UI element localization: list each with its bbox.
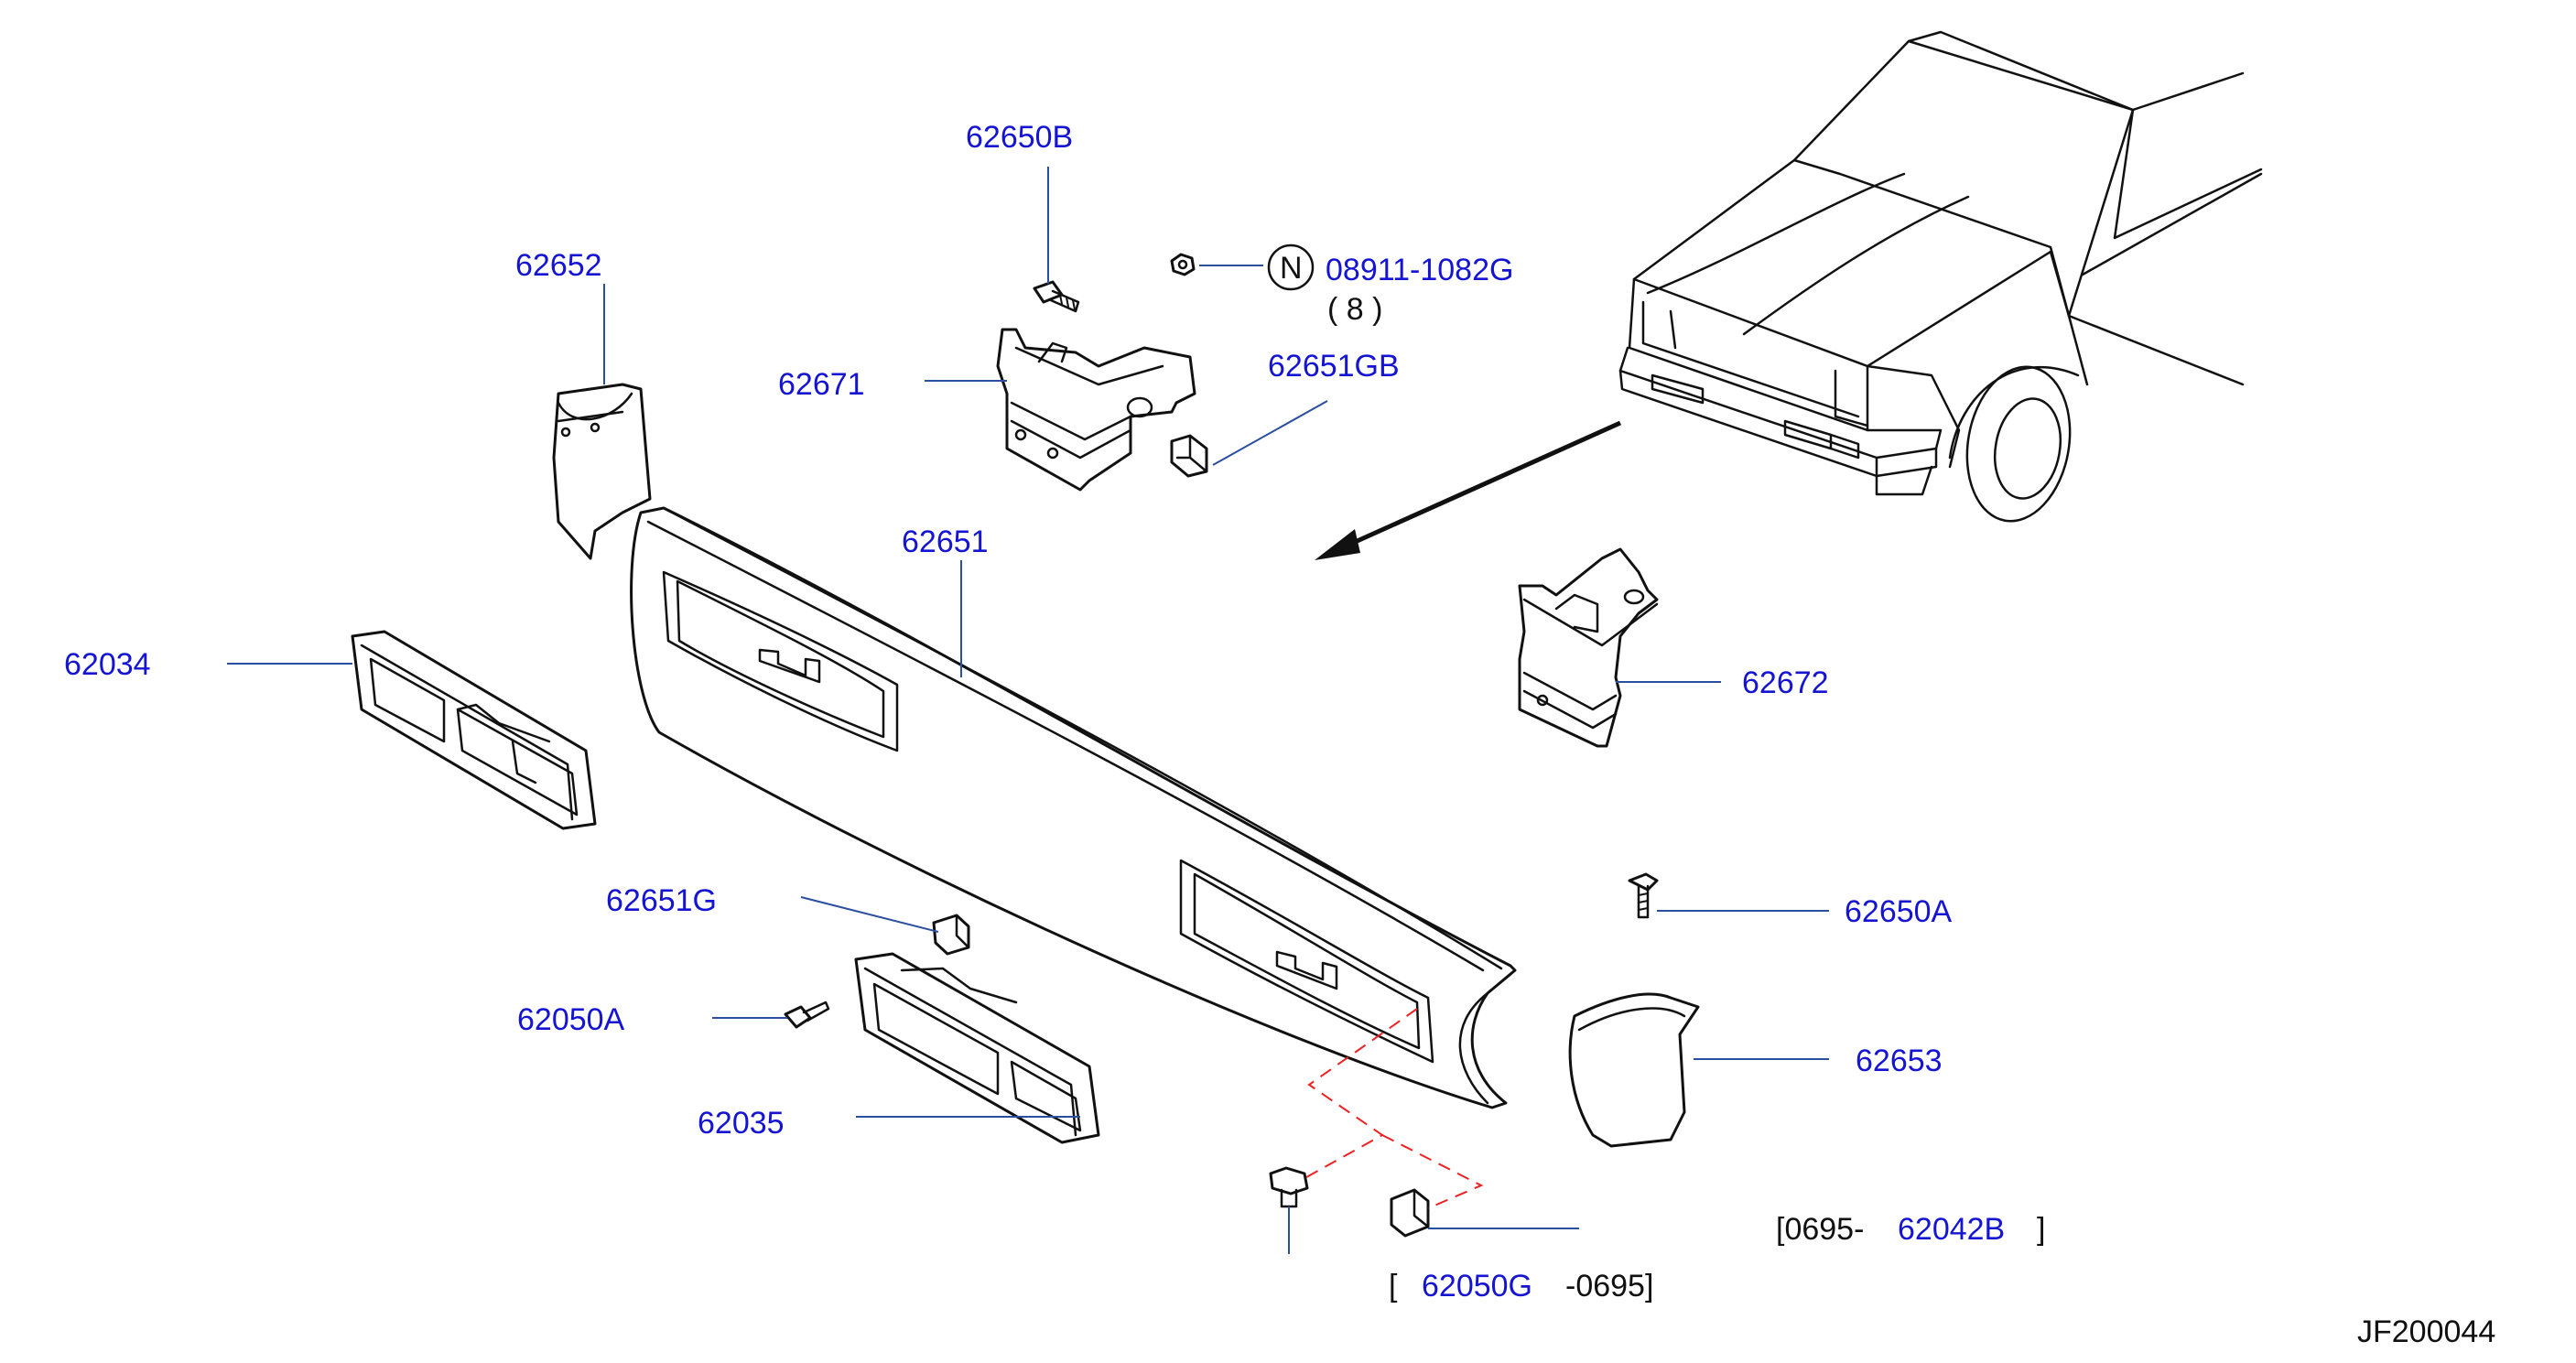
- callout-62050G[interactable]: 62050G: [1422, 1269, 1532, 1304]
- callout-62651G[interactable]: 62651G: [606, 883, 717, 918]
- note-n-circle-icon: [1267, 243, 1315, 291]
- dashed-reference-line: [1299, 1008, 1484, 1209]
- part-62653-corner-cap[interactable]: [1568, 992, 1700, 1148]
- vehicle-illustration: [1618, 30, 2263, 523]
- callout-62650A[interactable]: 62650A: [1845, 894, 1953, 929]
- part-62650B-bolt[interactable]: [1033, 280, 1080, 313]
- callout-62671[interactable]: 62671: [778, 367, 865, 402]
- part-62652-corner-cap[interactable]: [552, 383, 652, 560]
- part-08911-nut[interactable]: [1170, 253, 1196, 276]
- callout-62050G-prefix: [: [1389, 1269, 1398, 1304]
- callout-62034[interactable]: 62034: [64, 647, 151, 682]
- callout-62653[interactable]: 62653: [1856, 1044, 1943, 1078]
- part-62035-grille-right[interactable]: [854, 952, 1100, 1144]
- callout-62652[interactable]: 62652: [515, 248, 602, 283]
- part-62672-bracket-right[interactable]: [1518, 547, 1659, 748]
- callout-62651[interactable]: 62651: [902, 525, 989, 559]
- diagram-id: JF200044: [2357, 1314, 2495, 1349]
- callout-62042B-suffix: ]: [2037, 1212, 2045, 1247]
- part-62671-bracket-left[interactable]: [996, 328, 1196, 492]
- callout-62042B[interactable]: 62042B: [1898, 1212, 2005, 1247]
- callout-62651GB[interactable]: 62651GB: [1268, 349, 1400, 384]
- part-62042B-clip[interactable]: [1390, 1188, 1430, 1238]
- part-62651-bumper[interactable]: [630, 506, 1517, 1109]
- direction-arrow: [1315, 420, 1622, 560]
- callout-08911-1082G[interactable]: 08911-1082G: [1326, 253, 1513, 287]
- part-62651G-clip[interactable]: [932, 914, 970, 956]
- part-62650A-bolt[interactable]: [1628, 872, 1659, 919]
- part-62034-grille-left[interactable]: [351, 630, 597, 830]
- callout-62035[interactable]: 62035: [698, 1106, 785, 1141]
- part-62651GB-clip[interactable]: [1170, 434, 1208, 478]
- callout-62650B[interactable]: 62650B: [966, 120, 1073, 155]
- callout-62050G-suffix: -0695]: [1565, 1269, 1653, 1304]
- part-62050A-bolt[interactable]: [784, 1001, 830, 1029]
- callout-08911-marker: N: [1280, 251, 1303, 286]
- callout-08911-qty: ( 8 ): [1327, 292, 1382, 327]
- callout-62672[interactable]: 62672: [1742, 665, 1829, 700]
- callout-62050A[interactable]: 62050A: [517, 1002, 625, 1037]
- leader-lines: [227, 167, 1829, 1254]
- part-62050G-clip[interactable]: [1269, 1166, 1309, 1208]
- callout-62042B-prefix: [0695-: [1776, 1212, 1864, 1247]
